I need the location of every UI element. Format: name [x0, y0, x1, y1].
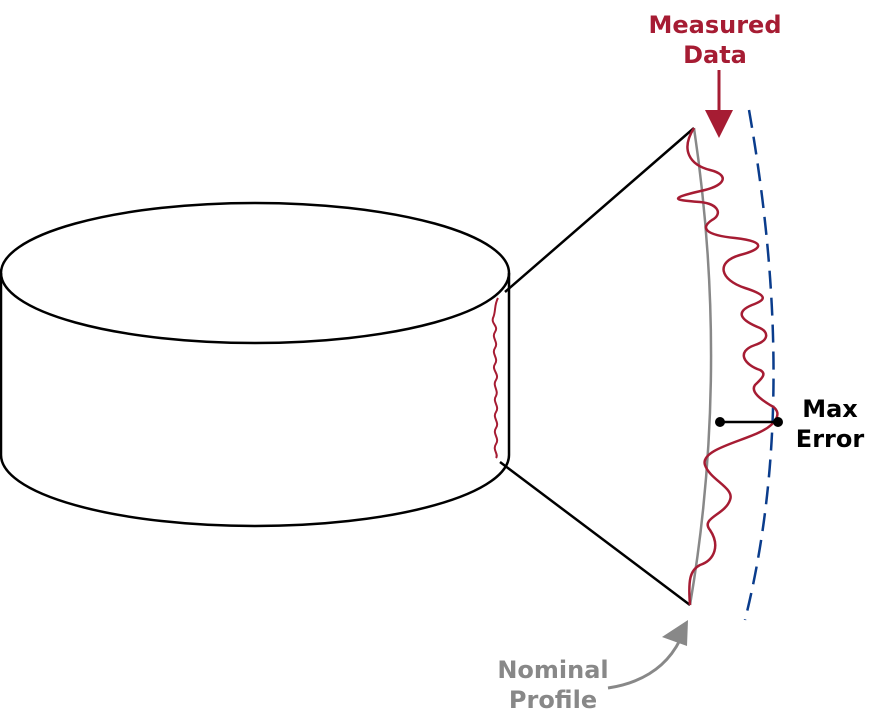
zoom-line-top [504, 127, 695, 293]
nominal-profile-label-line1: Nominal [497, 656, 609, 684]
zoom-lines [499, 127, 695, 606]
nominal-profile-arrow [607, 620, 688, 690]
max-error-point [773, 417, 783, 427]
nominal-profile-label: Nominal Profile [478, 655, 628, 715]
max-error-label-line1: Max [802, 395, 858, 423]
measured-trace-on-cylinder [491, 297, 499, 459]
measured-data-label-line1: Measured [648, 11, 782, 39]
nominal-point [715, 417, 725, 427]
tolerance-boundary-arc [743, 109, 775, 621]
measured-data-arrow [705, 70, 733, 138]
measured-data-label: Measured Data [640, 10, 790, 70]
max-error-label-line2: Error [795, 425, 865, 453]
measured-data-label-line2: Data [683, 41, 747, 69]
nominal-profile-label-line2: Profile [508, 686, 598, 714]
nominal-profile-arc [688, 127, 713, 606]
max-error-indicator [715, 417, 783, 427]
cylinder-top-ellipse [0, 201, 511, 345]
cylinder-bottom-edge [0, 273, 511, 528]
max-error-label: Max Error [790, 394, 869, 454]
measured-data-trace [676, 127, 779, 606]
zoom-line-bottom [499, 461, 691, 606]
cylinder [0, 201, 511, 528]
